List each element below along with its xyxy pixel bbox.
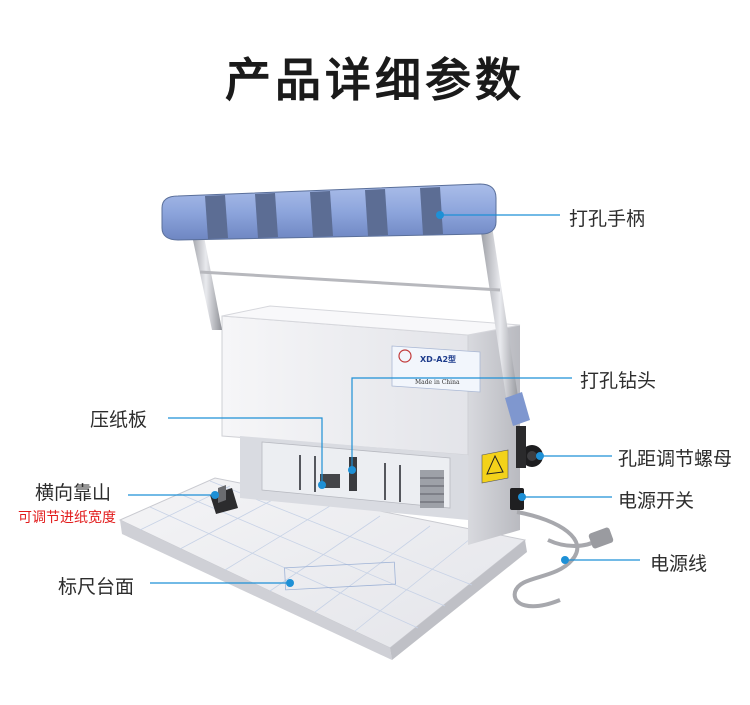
ruler-table [118,477,527,660]
page-title: 产品详细参数 [225,53,525,107]
callout-power-cord: 电源线 [650,553,708,575]
spacing-nut [516,426,543,468]
callout-drill-bit: 打孔钻头 [580,370,657,392]
callout-side-guide: 横向靠山 [35,482,112,504]
lower-mechanism [240,436,468,520]
callout-ruler-table: 标尺台面 [58,576,135,598]
callout-paper-press: 压纸板 [90,409,148,431]
callout-side-guide-note: 可调节进纸宽度 [18,510,116,526]
model-plate: XD-A2型 Made in China [391,345,481,393]
drill-bit [349,457,357,491]
model-badge-text: XD-A2型 [420,354,456,364]
warning-sticker [481,449,509,484]
callout-spacing-nut: 孔距调节螺母 [618,448,733,470]
handle-arms [190,226,530,426]
power-cord [512,510,580,609]
made-in-text: Made in China [415,379,460,386]
handle-pivot [505,392,530,426]
machine-body: XD-A2型 Made in China [221,305,521,484]
power-plug [588,527,614,549]
callout-lines [128,214,640,584]
callout-dots [211,211,569,587]
punch-handle [161,183,497,241]
callout-handle: 打孔手柄 [569,208,646,230]
callout-power-switch: 电源开关 [618,490,695,512]
